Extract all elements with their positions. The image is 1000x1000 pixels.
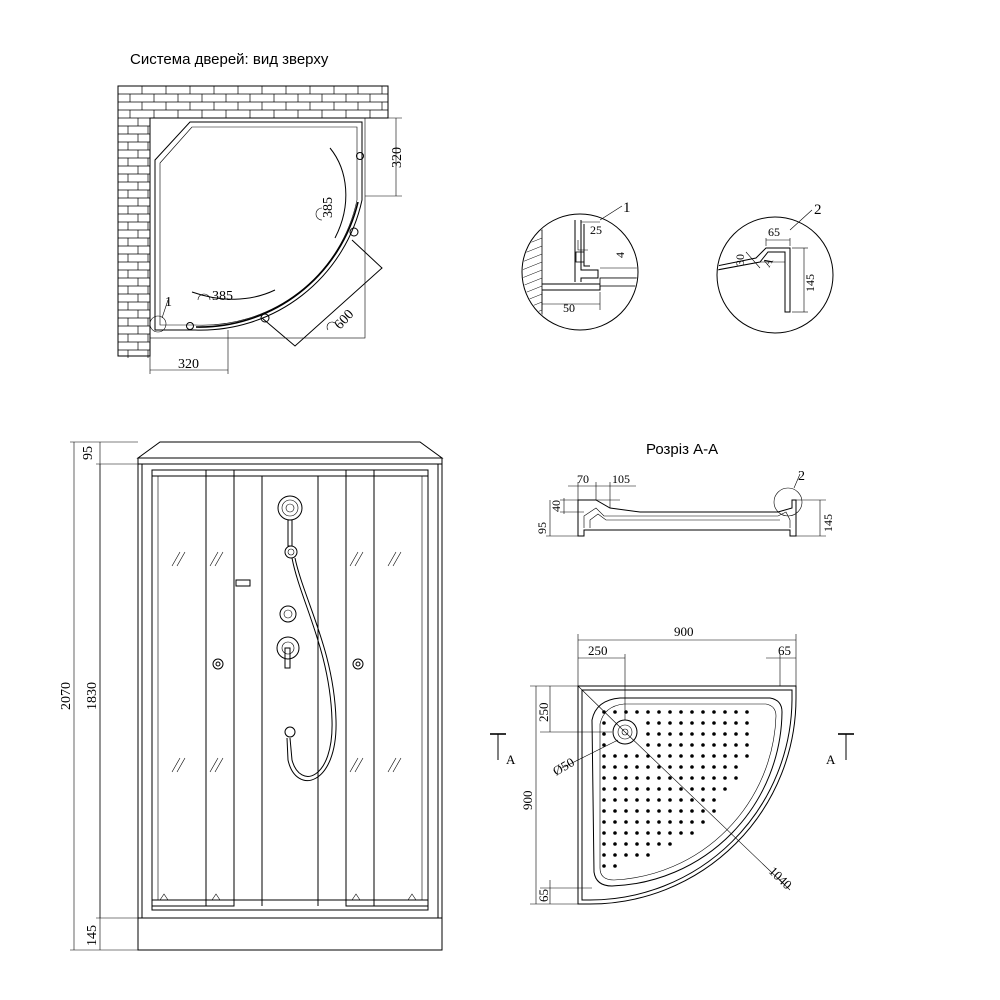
dim-385-bottom: 385 [212, 289, 233, 304]
dim-320-right: 320 [390, 147, 405, 168]
callout-1-label: 1 [165, 295, 172, 310]
dim-320-bottom: 320 [178, 357, 199, 372]
dim-600: 600 [332, 307, 357, 333]
tray-dim-900-left: 900 [520, 791, 535, 811]
svg-text:A: A [826, 752, 836, 767]
section-dim-145: 145 [821, 514, 835, 532]
front-dim-2070: 2070 [59, 682, 74, 710]
callout-1-marker [149, 315, 167, 333]
cut-marker-left: A [490, 733, 516, 767]
base [137, 917, 443, 951]
detail-1-dim-25: 25 [590, 223, 602, 237]
detail-2-dim-65: 65 [768, 225, 780, 239]
right-handle [352, 658, 364, 670]
right-door-panel [373, 469, 429, 907]
detail-1-circle [521, 213, 639, 331]
detail-1-callout: 1 [623, 200, 631, 216]
shelf [235, 579, 251, 587]
section-dim-70: 70 [577, 472, 589, 486]
front-dim-1830: 1830 [85, 682, 100, 710]
anti-slip-dots [602, 710, 749, 868]
shower-head [277, 495, 303, 521]
section-dim-95: 95 [535, 522, 549, 534]
detail-1-dim-4: 4 [613, 252, 627, 258]
top-view-title: Система дверей: вид зверху [130, 51, 329, 68]
detail-2-dim-145: 145 [803, 274, 817, 292]
tray-outer [577, 685, 797, 905]
left-door-panel [151, 469, 207, 907]
roof [136, 441, 444, 459]
sliding-door-arc [195, 201, 359, 328]
tray-dim-d50: Ø50 [550, 754, 577, 778]
section-a-a: Розріз А-А 2 70 105 40 95 145 [535, 441, 835, 537]
mixer [276, 636, 300, 660]
control-knob [279, 605, 297, 623]
tray-dim-65-left: 65 [536, 889, 551, 902]
tray-inner [591, 697, 783, 887]
dim-385-right: 385 [321, 197, 336, 218]
section-dim-105: 105 [612, 472, 630, 486]
top-view: Система дверей: вид зверху 1 320 [117, 51, 405, 374]
front-dim-145: 145 [85, 925, 100, 946]
detail-1: 25 4 50 1 [521, 200, 639, 331]
section-profile [577, 499, 797, 537]
section-callout-2: 2 [798, 469, 805, 484]
brick-wall [117, 85, 389, 358]
room-outline [149, 117, 366, 339]
section-title: Розріз А-А [646, 441, 718, 458]
front-view: 95 2070 1830 145 [59, 441, 444, 951]
section-dim-40: 40 [549, 500, 563, 512]
shower-hose [289, 557, 333, 777]
tray-dim-900-top: 900 [674, 624, 694, 639]
detail-2-circle [716, 216, 834, 334]
svg-text:A: A [506, 752, 516, 767]
tray-dim-250-left: 250 [536, 703, 551, 723]
tray-top-outline [154, 121, 363, 331]
section-callout-2-circle [773, 487, 803, 517]
front-dim-95: 95 [81, 446, 96, 460]
cabin-frame [137, 463, 443, 919]
detail-1-dim-50: 50 [563, 301, 575, 315]
detail-2-dim-A: A [759, 255, 776, 270]
left-handle [212, 658, 224, 670]
tray-dim-1040: 1040 [766, 863, 795, 892]
cut-marker-right: A [826, 733, 854, 767]
tray-dim-250-top: 250 [588, 643, 608, 658]
detail-2-callout: 2 [814, 202, 822, 218]
tray-plan: 900 250 65 900 250 65 Ø50 1040 A A [490, 624, 854, 905]
detail-2: 65 30 A 145 2 [716, 202, 834, 334]
tray-dim-65-top: 65 [778, 643, 791, 658]
detail-2-dim-30: 30 [733, 254, 747, 266]
